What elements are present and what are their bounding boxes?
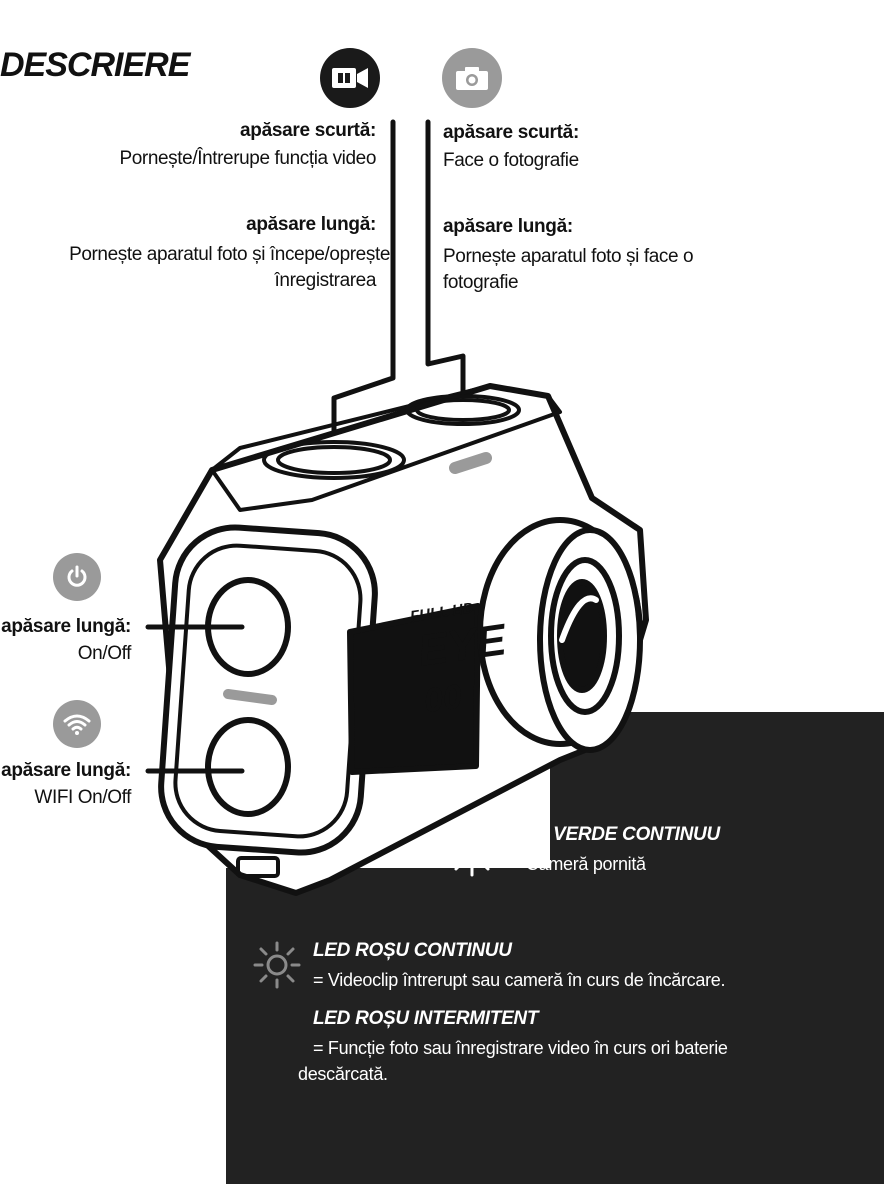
video-long-desc-2: înregistrarea xyxy=(274,270,377,291)
page-title: DESCRIERE xyxy=(0,46,190,84)
led-green-desc: = Cameră pornită xyxy=(511,854,646,874)
video-long-label: apăsare lungă: xyxy=(246,214,376,235)
video-long-desc-1: Pornește aparatul foto și începe/oprește xyxy=(69,244,390,265)
wifi-desc: WIFI On/Off xyxy=(34,787,131,808)
photo-short-label: apăsare scurtă: xyxy=(443,122,579,143)
led-red-blink-title: LED ROȘU INTERMITENT xyxy=(313,1008,539,1029)
power-desc: On/Off xyxy=(77,643,132,664)
brand-line-3: 00 xyxy=(421,677,465,721)
photo-long-desc-2: fotografie xyxy=(443,272,519,293)
photo-short-desc: Face o fotografie xyxy=(443,150,579,171)
sun-icon xyxy=(448,829,496,877)
sun-icon xyxy=(253,941,301,989)
led-red-blink-desc-1: = Funcție foto sau înregistrare video în… xyxy=(313,1038,728,1058)
video-camera-icon xyxy=(320,48,380,108)
led-red-title: LED ROȘU CONTINUU xyxy=(313,940,512,961)
led-red-desc: = Videoclip întrerupt sau cameră în curs… xyxy=(313,970,726,990)
led-green-title: LED VERDE CONTINUU xyxy=(511,824,720,845)
wifi-label: apăsare lungă: xyxy=(1,760,131,781)
photo-long-label: apăsare lungă: xyxy=(443,216,573,237)
photo-long-desc-1: Pornește aparatul foto și face o xyxy=(443,246,694,267)
led-info-panel xyxy=(226,868,884,1184)
wifi-icon xyxy=(53,700,101,748)
video-short-desc: Pornește/Întrerupe funcția video xyxy=(119,148,376,169)
video-short-label: apăsare scurtă: xyxy=(240,120,376,141)
camera-icon xyxy=(442,48,502,108)
power-label: apăsare lungă: xyxy=(1,616,131,637)
led-red-blink-desc-2: descărcată. xyxy=(298,1064,388,1084)
power-icon xyxy=(53,553,101,601)
brand-line-2: EYE xyxy=(414,615,509,676)
